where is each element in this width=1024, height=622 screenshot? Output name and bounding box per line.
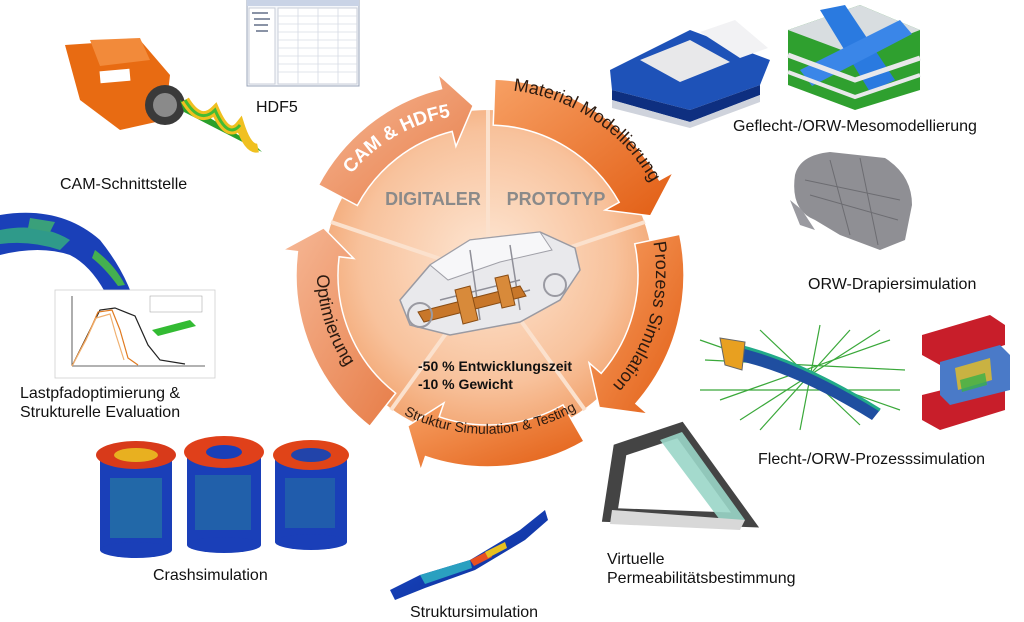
label-crash: Crashsimulation xyxy=(153,567,268,584)
label-cam-interface: CAM-Schnittstelle xyxy=(60,176,188,193)
label-hdf5: HDF5 xyxy=(256,99,298,116)
center-title-left: DIGITALER xyxy=(385,189,481,209)
label-drapier: ORW-Drapiersimulation xyxy=(808,276,977,293)
hdf5-window-thumbnail xyxy=(246,0,360,87)
struktursimulation-thumbnail xyxy=(390,510,548,600)
label-permeability-line1: Virtuelle xyxy=(607,551,665,568)
arrow-optimierung xyxy=(280,226,397,428)
label-flecht-process: Flecht-/ORW-Prozesssimulation xyxy=(758,451,986,468)
meso-green-thumbnail xyxy=(787,5,921,110)
label-struktursimulation: Struktursimulation xyxy=(410,604,539,621)
lastpfad-mesh-thumbnail xyxy=(0,212,130,292)
stat-development-time: -50 % Entwicklungszeit xyxy=(418,358,572,374)
lastpfad-plot-thumbnail xyxy=(54,289,216,379)
label-lastpfad-line2: Strukturelle Evaluation xyxy=(20,404,181,421)
meso-blue-thumbnail xyxy=(610,20,770,128)
drapier-thumbnail xyxy=(790,152,912,250)
robot-cam-thumbnail xyxy=(65,38,262,153)
car-frame-illustration xyxy=(399,231,581,336)
label-lastpfad-line1: Lastpfadoptimierung & xyxy=(20,385,181,402)
arrow-struktur xyxy=(406,401,586,473)
crash-cylinders-thumbnail xyxy=(96,436,349,558)
label-meso: Geflecht-/ORW-Mesomodellierung xyxy=(733,118,977,135)
arrow-cam xyxy=(317,71,475,207)
arrow-prozess xyxy=(587,233,685,416)
center-title-right: PROTOTYP xyxy=(507,189,606,209)
stat-weight: -10 % Gewicht xyxy=(418,376,513,392)
arrow-material xyxy=(492,78,676,217)
permeability-thumbnail xyxy=(601,421,760,530)
label-permeability-line2: Permeabilitätsbestimmung xyxy=(607,570,796,587)
cycle-arrows xyxy=(280,71,685,473)
orw-process-thumbnail xyxy=(922,315,1010,430)
flecht-process-thumbnail xyxy=(699,324,906,431)
